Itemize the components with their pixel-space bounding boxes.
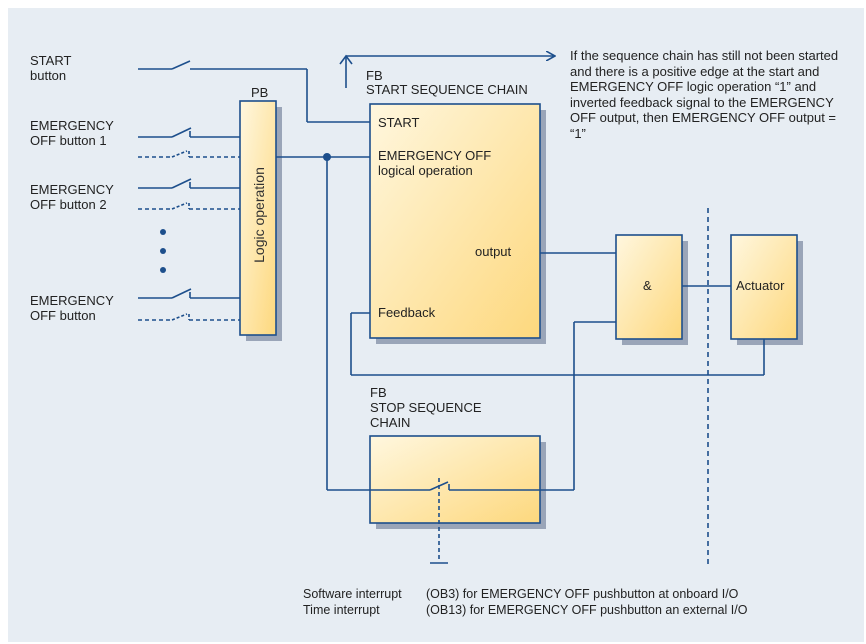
fb-stop-title-line2: STOP SEQUENCE xyxy=(370,400,482,415)
start-button-label-line2: button xyxy=(30,68,67,83)
emergency-1-label-line2: OFF button 1 xyxy=(30,133,107,148)
wiring xyxy=(138,56,765,565)
actuator-block xyxy=(730,234,798,340)
fb-start-port-feedback: Feedback xyxy=(378,305,436,320)
emergency-n-label-line2: OFF button xyxy=(30,308,96,323)
footer-time-interrupt: Time interrupt xyxy=(303,603,380,617)
ellipsis-dot xyxy=(160,229,166,235)
emergency-2-label-line1: EMERGENCY xyxy=(30,182,114,197)
pb-logic-block xyxy=(239,100,277,336)
and-gate-block xyxy=(615,234,683,340)
fb-start-title-line1: FB xyxy=(366,68,383,83)
footer-software-interrupt: Software interrupt xyxy=(303,587,402,601)
fb-start-port-emergency-line2: logical operation xyxy=(378,163,473,178)
fb-start-port-output: output xyxy=(475,244,512,259)
fb-stop-sequence-block xyxy=(369,435,541,524)
and-gate-label: & xyxy=(643,278,652,293)
pb-title: PB xyxy=(251,85,269,100)
fb-stop-title-line3: CHAIN xyxy=(370,415,411,430)
emergency-1-label-line1: EMERGENCY xyxy=(30,118,114,133)
footer-ob3-description: (OB3) for EMERGENCY OFF pushbutton at on… xyxy=(426,587,739,601)
actuator-label: Actuator xyxy=(736,278,785,293)
emergency-2-label-line2: OFF button 2 xyxy=(30,197,107,212)
ellipsis-dot xyxy=(160,248,166,254)
fb-start-port-start: START xyxy=(378,115,420,130)
blocks xyxy=(239,100,798,524)
markers xyxy=(160,153,331,273)
fb-start-port-emergency-line1: EMERGENCY OFF xyxy=(378,148,492,163)
fb-start-sequence-block xyxy=(369,103,541,339)
pb-logic-operation-label: Logic operation xyxy=(251,167,267,263)
start-button-label-line1: START xyxy=(30,53,72,68)
emergency-n-label-line1: EMERGENCY xyxy=(30,293,114,308)
ellipsis-dot xyxy=(160,267,166,273)
fb-start-title-line2: START SEQUENCE CHAIN xyxy=(366,82,528,97)
explanation-note: If the sequence chain has still not been… xyxy=(570,48,839,141)
junction-dot xyxy=(323,153,331,161)
fb-stop-title-line1: FB xyxy=(370,385,387,400)
footer-ob13-description: (OB13) for EMERGENCY OFF pushbutton an e… xyxy=(426,603,748,617)
